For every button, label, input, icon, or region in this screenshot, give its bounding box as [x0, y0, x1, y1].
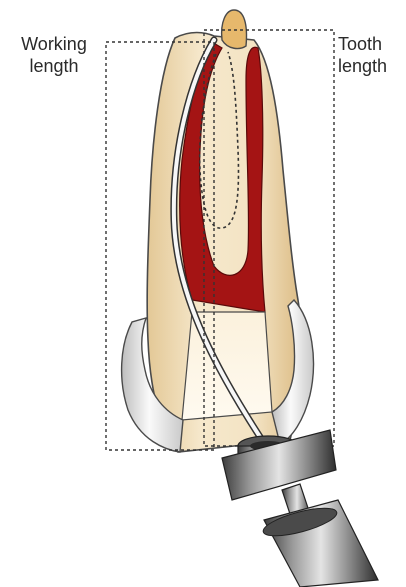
access-cavity — [182, 312, 272, 420]
working-length-label-line2: length — [4, 55, 104, 77]
tooth-length-label: Tooth length — [338, 33, 406, 77]
working-length-label-line1: Working — [4, 33, 104, 55]
working-length-label: Working length — [4, 33, 104, 77]
tooth-length-label-line1: Tooth — [338, 33, 406, 55]
tooth-length-label-line2: length — [338, 55, 406, 77]
handpiece — [222, 430, 378, 587]
root-apex — [222, 10, 247, 48]
